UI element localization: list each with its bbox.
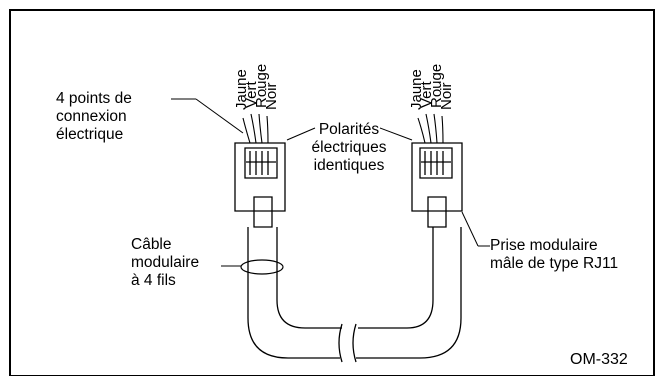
cable-label: Câble modulaire à 4 fils xyxy=(131,236,199,290)
cable-line-2: modulaire xyxy=(131,254,200,271)
connection-points-line-2: connexion xyxy=(56,108,127,125)
right-plug xyxy=(412,143,462,227)
leader-lines xyxy=(171,99,490,266)
plug-label: Prise modulaire mâle de type RJ11 xyxy=(490,237,618,273)
right-wire-leads xyxy=(418,114,443,143)
cable-body xyxy=(248,227,461,362)
left-plug xyxy=(235,143,285,227)
figure-code: OM-332 xyxy=(570,351,628,368)
cable-line-1: Câble xyxy=(131,236,172,253)
wire-label-left-4: Noir xyxy=(263,82,280,110)
connection-points-line-1: 4 points de xyxy=(56,90,132,107)
figure-frame xyxy=(10,10,654,376)
wire-label-right-4: Noir xyxy=(438,82,455,110)
polarities-line-3: identiques xyxy=(313,157,385,174)
cable-line-3: à 4 fils xyxy=(131,272,176,289)
connection-points-line-3: électrique xyxy=(56,126,124,143)
polarities-label: Polarités électriques identiques xyxy=(304,121,394,175)
cable-marker xyxy=(241,260,283,274)
polarities-line-1: Polarités xyxy=(318,121,380,138)
plug-line-2: mâle de type RJ11 xyxy=(490,255,619,272)
left-wire-leads xyxy=(243,114,268,143)
plug-line-1: Prise modulaire xyxy=(490,237,598,254)
connection-points-label: 4 points de connexion électrique xyxy=(56,90,132,144)
polarities-line-2: électriques xyxy=(311,139,387,156)
